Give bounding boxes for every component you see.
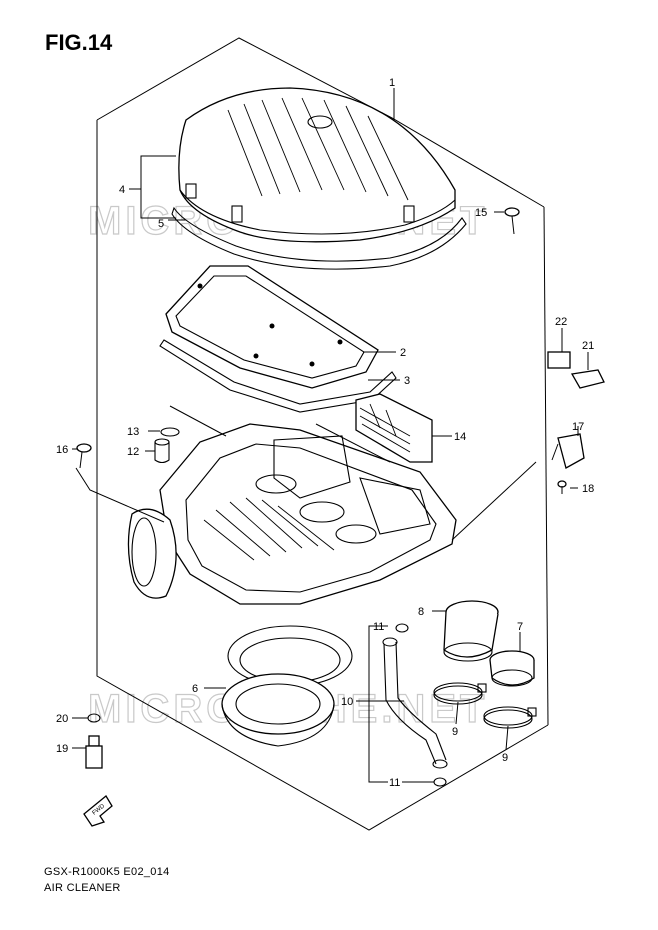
plug-12 (154, 438, 170, 464)
callout-11-lower: 11 (389, 777, 400, 789)
model-code: GSX-R1000K5 E02_014 (44, 866, 170, 878)
callout-4: 4 (119, 184, 125, 196)
callout-11-upper: 11 (373, 621, 384, 633)
callout-21: 21 (582, 340, 594, 352)
callout-7: 7 (517, 621, 523, 633)
connector-22 (547, 351, 571, 369)
callout-6: 6 (192, 683, 198, 695)
clip-13 (160, 427, 180, 437)
drain-hose (382, 637, 448, 769)
callout-5: 5 (158, 218, 164, 230)
sensor-21 (570, 369, 605, 389)
callout-18: 18 (582, 483, 594, 495)
callout-17: 17 (572, 421, 584, 433)
sensor-17 (551, 433, 585, 469)
temp-sensor-19 (85, 735, 103, 769)
callout-3: 3 (404, 375, 410, 387)
assembly-name: AIR CLEANER (44, 882, 121, 894)
intake-duct (443, 600, 499, 662)
air-cleaner-cap (178, 87, 456, 243)
callout-15: 15 (475, 207, 487, 219)
filter-seal (159, 339, 397, 413)
air-cleaner-case (127, 423, 457, 605)
hose-clip-lower (433, 777, 447, 787)
callout-19: 19 (56, 743, 68, 755)
forward-arrow: FWD (83, 795, 113, 827)
cap-seal (171, 206, 467, 270)
air-filter-element (165, 265, 379, 389)
funnel-seal (221, 625, 353, 747)
callout-22: 22 (555, 316, 567, 328)
assembly-outline-top (96, 37, 545, 208)
callout-13: 13 (127, 426, 139, 438)
figure-title: FIG.14 (45, 30, 113, 55)
callout-9-upper: 9 (452, 726, 458, 738)
screw-15 (504, 207, 520, 235)
screw-18 (557, 480, 567, 494)
callout-20: 20 (56, 713, 68, 725)
clamp-lower (483, 706, 537, 729)
callout-8: 8 (418, 606, 424, 618)
assembly-outline-right (543, 206, 549, 726)
callout-16: 16 (56, 444, 68, 456)
filter-mesh-block (355, 393, 433, 463)
callout-14: 14 (454, 431, 466, 443)
callout-1: 1 (389, 77, 395, 89)
callout-2: 2 (400, 347, 406, 359)
intake-joint (489, 650, 535, 687)
callout-9-lower: 9 (502, 752, 508, 764)
callout-10: 10 (341, 696, 353, 708)
hose-clip-upper (395, 623, 409, 633)
assembly-outline-bottom (96, 120, 549, 831)
callout-12: 12 (127, 446, 139, 458)
bolt-16 (76, 443, 92, 469)
leader-lines (72, 88, 589, 783)
